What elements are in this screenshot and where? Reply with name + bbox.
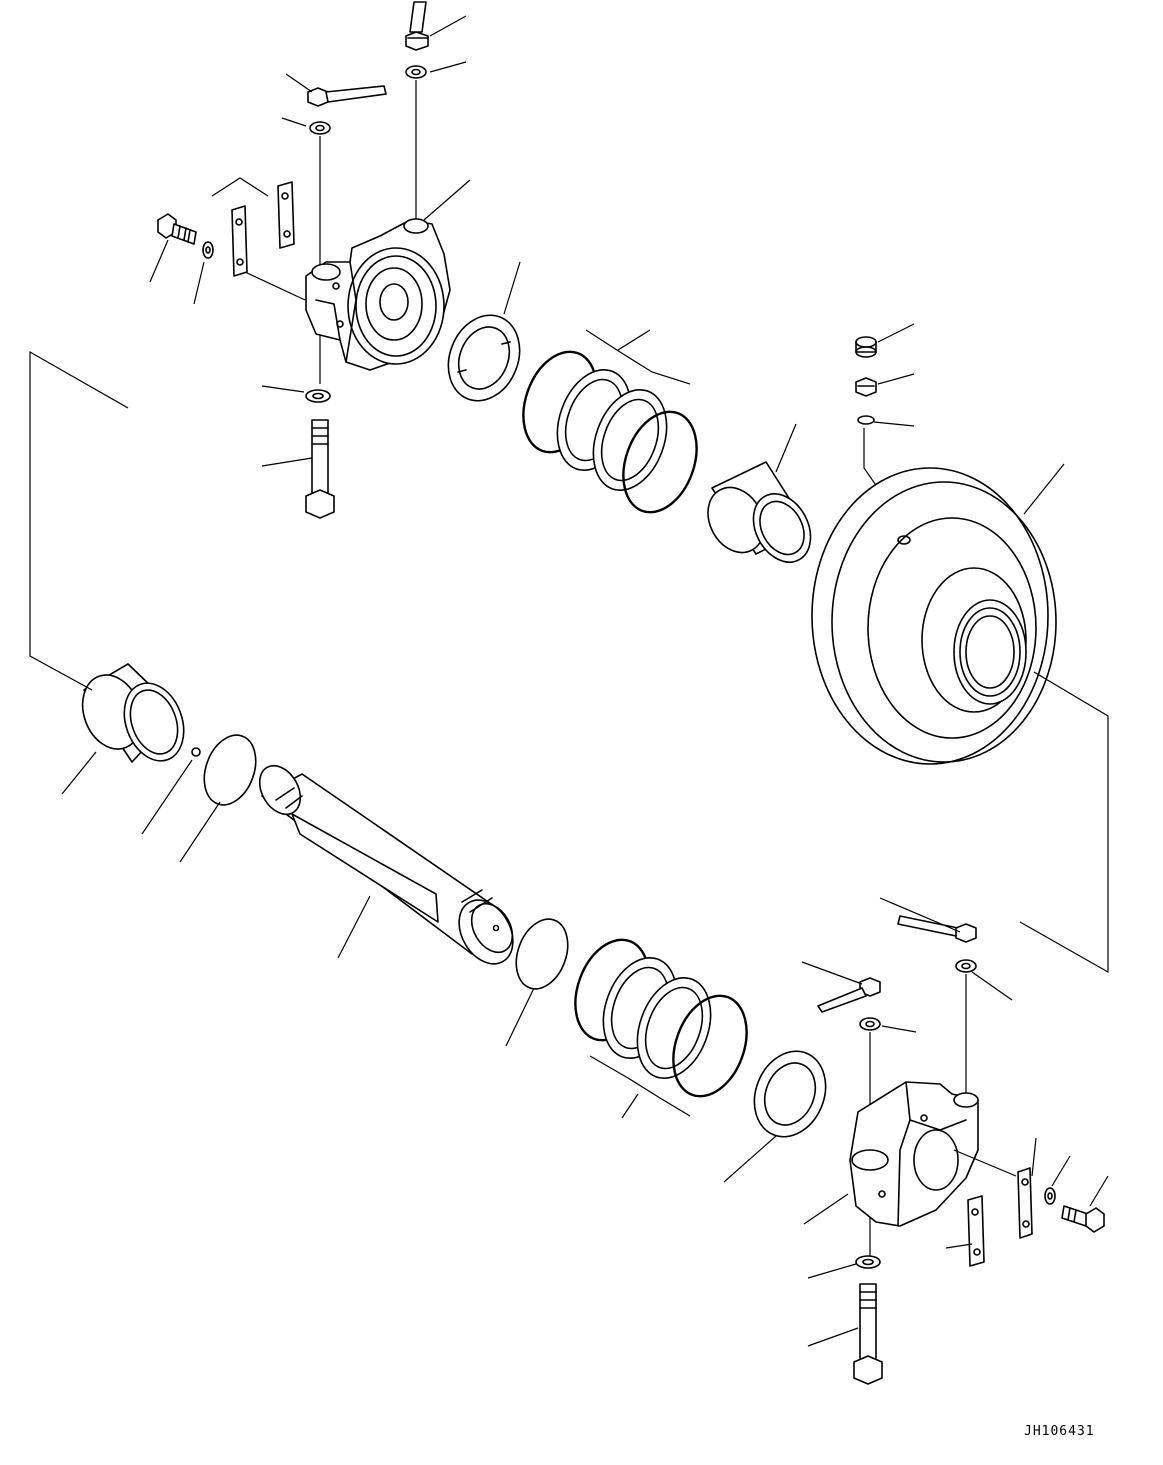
lower-bracket-housing — [850, 1082, 978, 1226]
upper-side-bolt — [158, 214, 196, 244]
lower-oring-left — [195, 728, 265, 812]
shaft-pin — [251, 758, 523, 973]
upper-floating-seal-set — [510, 330, 709, 522]
lower-side-bolt — [1062, 1206, 1104, 1232]
upper-bracket-group — [158, 2, 450, 518]
plug-oring — [858, 416, 874, 424]
right-assembly-bracket-line — [1020, 672, 1108, 972]
upper-bracket-housing — [306, 219, 450, 370]
lower-long-bolt — [854, 1284, 882, 1384]
upper-long-bolt — [306, 420, 334, 518]
lower-oring-mid — [507, 912, 577, 996]
plug-cap — [856, 337, 876, 357]
upper-bushing — [697, 462, 822, 572]
drawing-id-label: JH106431 — [1024, 1424, 1095, 1439]
lower-shim-plates — [954, 1150, 1032, 1266]
upper-top-nut — [406, 2, 428, 50]
lower-left-washer — [860, 1018, 880, 1030]
lower-thrust-ring — [742, 1040, 838, 1147]
lower-bottom-washer — [856, 1256, 880, 1268]
callout-leader-lines — [62, 16, 1108, 1346]
small-ball — [192, 748, 200, 756]
plug-screw — [856, 378, 876, 396]
upper-thrust-ring — [436, 304, 532, 411]
left-assembly-bracket-line — [30, 352, 128, 690]
lower-top-washer — [956, 960, 976, 972]
upper-left-washer — [310, 122, 330, 134]
upper-bottom-washer — [306, 390, 330, 402]
lower-bracket-group — [818, 916, 1104, 1384]
lower-bushing — [73, 664, 194, 769]
lower-top-nut-lockplate — [898, 916, 976, 942]
lower-left-nut-lockplate — [818, 978, 880, 1012]
upper-top-washer — [406, 66, 426, 78]
upper-side-washer — [203, 242, 213, 258]
idler-roller-wheel — [812, 468, 1056, 764]
upper-left-nut-lockplate — [308, 86, 386, 106]
lower-floating-seal-set — [562, 930, 759, 1116]
lower-side-washer — [1045, 1188, 1055, 1204]
upper-shim-plates — [212, 178, 305, 300]
